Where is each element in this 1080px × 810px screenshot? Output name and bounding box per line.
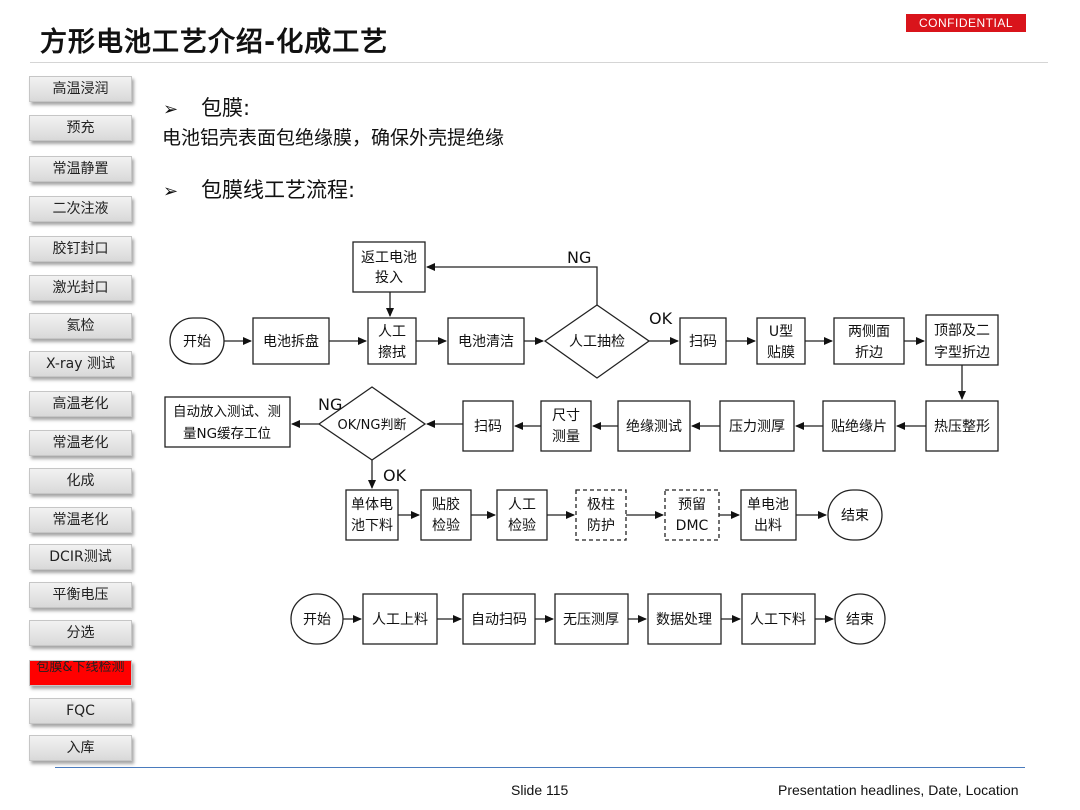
flow-end-terminal xyxy=(827,489,883,541)
sidebar-item-high-temp-aging[interactable]: 高温老化 xyxy=(29,391,132,417)
flow-ng-buffer-label-2: 量NG缓存工位 xyxy=(183,426,271,442)
flow-inspect-label: 人工抽检 xyxy=(569,334,625,350)
bullet-process-flow-text: 包膜线工艺流程: xyxy=(201,178,356,202)
sidebar-item-room-temp-aging[interactable]: 常温老化 xyxy=(29,430,132,456)
flow2-data-process-label: 数据处理 xyxy=(656,612,712,628)
sidebar-item-laser-seal[interactable]: 激光封口 xyxy=(29,275,132,301)
sidebar-item-room-temp-aging-2[interactable]: 常温老化 xyxy=(29,507,132,533)
flow-fold-sides-label-2: 折边 xyxy=(855,345,883,361)
flow-terminal-protect-label-1: 极柱 xyxy=(587,497,615,513)
flow-scan2-label: 扫码 xyxy=(474,419,502,435)
flow-rework-box xyxy=(352,241,426,293)
flow-single-out-label-1: 单电池 xyxy=(747,497,789,513)
flow-glue-check-label-1: 贴胶 xyxy=(432,496,460,513)
flow-unload-single-label-1: 单体电 xyxy=(351,497,393,513)
flow-scan2-box xyxy=(462,400,514,452)
bullet-process-flow: ➢ 包膜线工艺流程: xyxy=(163,174,355,204)
footer-location: Presentation headlines, Date, Location xyxy=(778,782,1019,798)
wrapping-description: 电池铝壳表面包绝缘膜，确保外壳提绝缘 xyxy=(162,127,505,149)
flow-fold-sides-label-1: 两侧面 xyxy=(848,324,890,340)
bullet-wrapping-text: 包膜: xyxy=(201,96,251,120)
flow2-start-label: 开始 xyxy=(303,612,331,628)
flow-thickness-label: 压力测厚 xyxy=(729,419,785,435)
sidebar-item-xray-test[interactable]: X-ray 测试 xyxy=(29,351,132,377)
flow-insulation-test-label: 绝缘测试 xyxy=(626,419,682,435)
flow2-manual-unload-label: 人工下料 xyxy=(750,612,806,628)
flow-unload-single-label-2: 池下料 xyxy=(351,518,393,534)
flow-rework-label-1: 返工电池 xyxy=(361,250,417,266)
sidebar-item-helium-check[interactable]: 氦检 xyxy=(29,313,132,339)
sidebar-item-high-temp-soak[interactable]: 高温浸润 xyxy=(29,76,132,102)
page-title: 方形电池工艺介绍-化成工艺 xyxy=(40,27,389,58)
flow-unpack-label: 电池拆盘 xyxy=(263,333,319,350)
flow-rework-label-2: 投入 xyxy=(375,270,403,286)
flow-ng-buffer-box xyxy=(164,396,291,448)
flow-ng-label-judge: NG xyxy=(318,395,342,414)
sidebar-item-dcir-test[interactable]: DCIR测试 xyxy=(29,544,132,570)
flow-ng-buffer-label-1: 自动放入测试、测 xyxy=(173,404,281,420)
flow-judge-diamond xyxy=(317,386,427,461)
bullet-wrapping: ➢ 包膜: xyxy=(163,92,250,122)
flow2-manual-load-label: 人工上料 xyxy=(372,612,428,628)
flow-u-film-label-2: 贴膜 xyxy=(767,345,795,361)
flow-clean-label: 电池清洁 xyxy=(458,334,514,350)
sidebar-item-warehousing[interactable]: 入库 xyxy=(29,735,132,761)
flow-wipe-label-2: 擦拭 xyxy=(378,344,406,361)
flow-fold-top-label-2: 字型折边 xyxy=(934,345,990,361)
sidebar-item-sorting[interactable]: 分选 xyxy=(29,620,132,646)
bullet-arrow-icon: ➢ xyxy=(163,181,179,202)
sidebar-item-formation[interactable]: 化成 xyxy=(29,468,132,494)
flow-u-film-label-1: U型 xyxy=(769,324,793,340)
flow-start-label: 开始 xyxy=(183,334,211,350)
flow-insulation-tape-label: 贴绝缘片 xyxy=(831,419,887,435)
flow-reserve-dmc-label-2: DMC xyxy=(676,518,709,534)
flow-scan1-label: 扫码 xyxy=(689,334,717,350)
flow-manual-check-label-2: 检验 xyxy=(508,518,536,534)
flow-fold-top-label-1: 顶部及二 xyxy=(934,323,990,339)
flow-dimension-label-2: 测量 xyxy=(552,429,580,445)
flow-dimension-label-1: 尺寸 xyxy=(552,408,580,424)
flow-end-label: 结束 xyxy=(841,508,869,524)
flow-ok-label-inspect: OK xyxy=(649,309,673,328)
flow-terminal-protect-box xyxy=(575,489,627,541)
bullet-arrow-icon: ➢ xyxy=(163,99,179,120)
sidebar-item-fqc[interactable]: FQC xyxy=(29,698,132,724)
sidebar-item-room-temp-rest[interactable]: 常温静置 xyxy=(29,156,132,182)
flow2-end-label: 结束 xyxy=(846,612,874,628)
flow2-auto-scan-label: 自动扫码 xyxy=(471,612,527,628)
flow2-no-pressure-thickness-label: 无压测厚 xyxy=(563,612,619,628)
flow2-end-terminal xyxy=(834,593,886,645)
flow-wipe-label-1: 人工 xyxy=(378,324,406,340)
flow-ok-label-judge: OK xyxy=(383,466,407,485)
slide-number: Slide 115 xyxy=(511,782,569,798)
sidebar-item-wrapping-offline-test[interactable]: 包膜&下线检测 xyxy=(29,660,132,686)
flow-terminal-protect-label-2: 防护 xyxy=(587,518,615,534)
flow-ng-label-inspect: NG xyxy=(567,248,591,267)
flow-manual-check-label-1: 人工 xyxy=(508,497,536,513)
flow-hot-press-label: 热压整形 xyxy=(934,419,990,435)
sidebar-item-balance-voltage[interactable]: 平衡电压 xyxy=(29,582,132,608)
sidebar-item-second-injection[interactable]: 二次注液 xyxy=(29,196,132,222)
confidential-badge: CONFIDENTIAL xyxy=(906,14,1026,32)
flow-glue-check-label-2: 检验 xyxy=(432,518,460,534)
flow-reserve-dmc-label-1: 预留 xyxy=(678,497,706,513)
footer-divider xyxy=(55,767,1025,768)
sidebar-item-precharge[interactable]: 预充 xyxy=(29,115,132,141)
sidebar-item-rubber-nail-seal[interactable]: 胶钉封口 xyxy=(29,236,132,262)
title-divider xyxy=(30,62,1048,63)
flow-single-out-label-2: 出料 xyxy=(754,518,782,534)
flow-judge-label: OK/NG判断 xyxy=(338,418,407,433)
